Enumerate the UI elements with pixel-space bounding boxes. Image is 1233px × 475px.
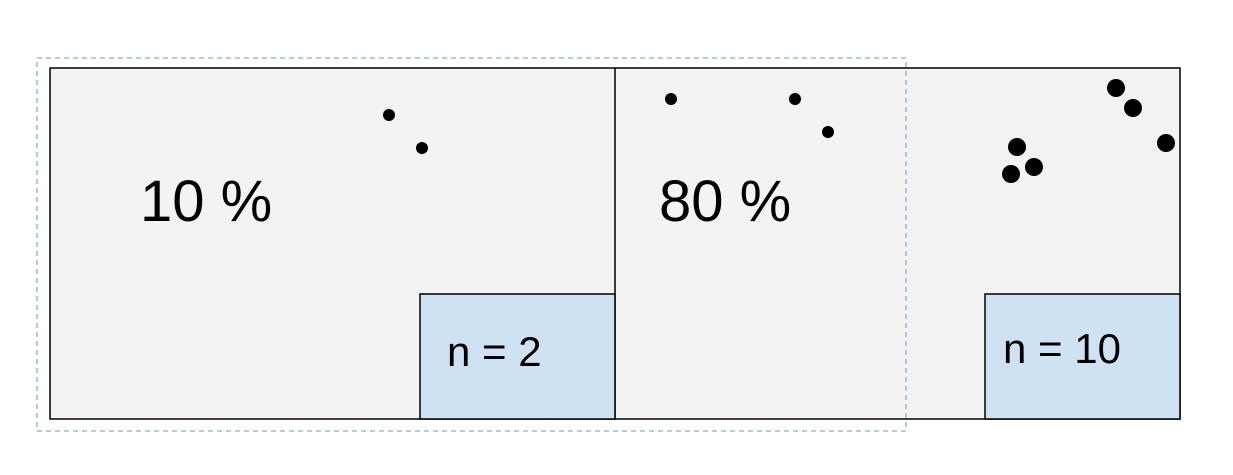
sample-box-n10 xyxy=(984,293,1181,420)
percent-label-10: 10 % xyxy=(140,169,272,234)
dot xyxy=(1107,79,1125,97)
dot xyxy=(1002,165,1020,183)
dot xyxy=(1008,138,1026,156)
dot xyxy=(822,126,834,138)
sample-box-label-n10: n = 10 xyxy=(1003,325,1121,372)
percent-label-80: 80 % xyxy=(659,169,791,234)
dot xyxy=(1124,99,1142,117)
dot xyxy=(1025,158,1043,176)
dot xyxy=(416,142,428,154)
panel-80-percent xyxy=(616,69,906,418)
dot xyxy=(383,109,395,121)
dot xyxy=(665,93,677,105)
selection-outline[interactable] xyxy=(36,57,907,432)
sample-box-label-n2: n = 2 xyxy=(447,328,542,375)
dot xyxy=(789,93,801,105)
sample-box-n2 xyxy=(419,293,616,420)
dot xyxy=(1157,134,1175,152)
